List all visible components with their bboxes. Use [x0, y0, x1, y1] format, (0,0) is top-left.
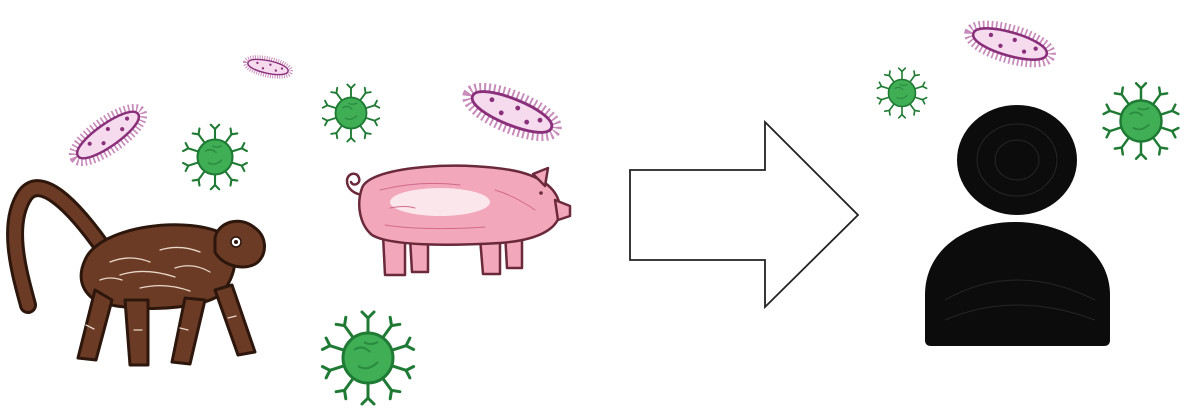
virus-icon [877, 68, 926, 118]
bacteria-icon [65, 99, 150, 171]
pig-icon [347, 166, 570, 275]
virus-icon [1104, 83, 1179, 158]
bacteria-icon [964, 17, 1056, 71]
bacteria-icon [243, 54, 292, 80]
monkey-icon [15, 188, 264, 365]
right-arrow-icon [630, 122, 858, 307]
person-silhouette-icon [925, 105, 1110, 346]
bacteria-icon [461, 78, 564, 146]
virus-icon [323, 84, 380, 141]
virus-icon [322, 312, 413, 404]
virus-icon [183, 125, 247, 189]
